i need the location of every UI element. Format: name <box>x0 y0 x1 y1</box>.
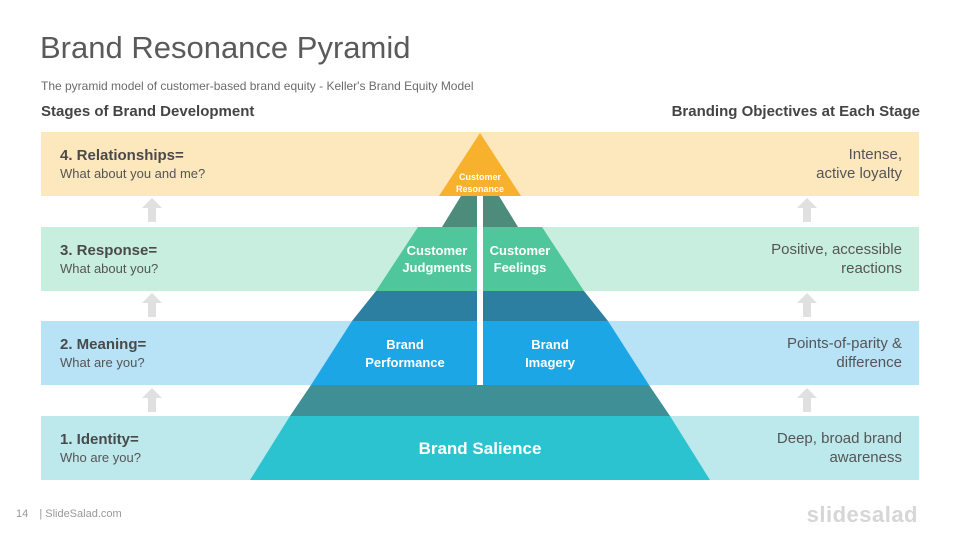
up-arrow-icon <box>797 293 817 317</box>
objective-identity: Deep, broad brand awareness <box>777 429 902 467</box>
resonance-label: Resonance <box>456 184 504 194</box>
up-arrow-icon <box>142 293 162 317</box>
stage-meaning: 2. Meaning= What are you? <box>60 336 146 371</box>
up-arrow-icon <box>142 198 162 222</box>
performance-label: Brand <box>386 337 424 352</box>
objectives-column-heading: Branding Objectives at Each Stage <box>671 103 920 120</box>
pyramid-resonance <box>439 133 521 196</box>
objective-line: active loyalty <box>816 165 902 182</box>
stage-title: 1. Identity= <box>60 431 139 448</box>
stage-title: 3. Response= <box>60 242 158 259</box>
stage-question: What about you? <box>60 261 159 276</box>
objective-meaning: Points-of-parity & difference <box>787 334 902 372</box>
judgments-label: Judgments <box>402 260 471 275</box>
objective-line: Intense, <box>848 146 902 163</box>
up-arrow-icon <box>797 388 817 412</box>
brand-logo: slidesalad <box>806 502 918 527</box>
stage-relationships: 4. Relationships= What about you and me? <box>60 147 205 182</box>
page-title: Brand Resonance Pyramid <box>40 30 411 65</box>
feelings-label: Feelings <box>494 260 547 275</box>
stage-title: 4. Relationships= <box>60 147 184 164</box>
feelings-label: Customer <box>490 243 551 258</box>
imagery-label: Imagery <box>525 355 576 370</box>
stage-question: Who are you? <box>60 450 141 465</box>
page-number: 14 <box>16 508 29 520</box>
judgments-label: Customer <box>407 243 468 258</box>
objective-relationships: Intense, active loyalty <box>816 145 902 183</box>
pyramid-feelings <box>483 227 584 291</box>
objective-line: Points-of-parity & <box>786 335 902 352</box>
pyramid-shadow-meaning <box>290 385 670 416</box>
objective-line: Positive, accessible <box>771 241 902 258</box>
pyramid-imagery <box>483 321 649 385</box>
objective-line: reactions <box>841 260 902 277</box>
pyramid-salience <box>250 416 710 480</box>
up-arrow-icon <box>142 388 162 412</box>
stages-column-heading: Stages of Brand Development <box>41 103 255 120</box>
pyramid-judgments <box>376 227 477 291</box>
stage-question: What about you and me? <box>60 166 206 181</box>
objective-line: Deep, broad brand <box>776 430 902 447</box>
objective-line: difference <box>836 354 902 371</box>
footer: 14 | SlideSalad.com <box>16 508 122 520</box>
stage-identity: 1. Identity= Who are you? <box>60 431 141 466</box>
stage-question: What are you? <box>60 355 145 370</box>
imagery-label: Brand <box>531 337 569 352</box>
performance-label: Performance <box>365 355 444 370</box>
footer-site: | SlideSalad.com <box>39 508 122 520</box>
pyramid-performance <box>311 321 477 385</box>
stage-response: 3. Response= What about you? <box>60 242 158 277</box>
up-arrow-icon <box>797 198 817 222</box>
objective-response: Positive, accessible reactions <box>771 240 902 278</box>
stage-title: 2. Meaning= <box>60 336 147 353</box>
salience-label: Brand Salience <box>419 439 542 458</box>
pyramid-divider <box>477 196 483 385</box>
objective-line: awareness <box>829 449 902 466</box>
page-subtitle: The pyramid model of customer-based bran… <box>41 79 474 93</box>
resonance-label: Customer <box>459 172 502 182</box>
